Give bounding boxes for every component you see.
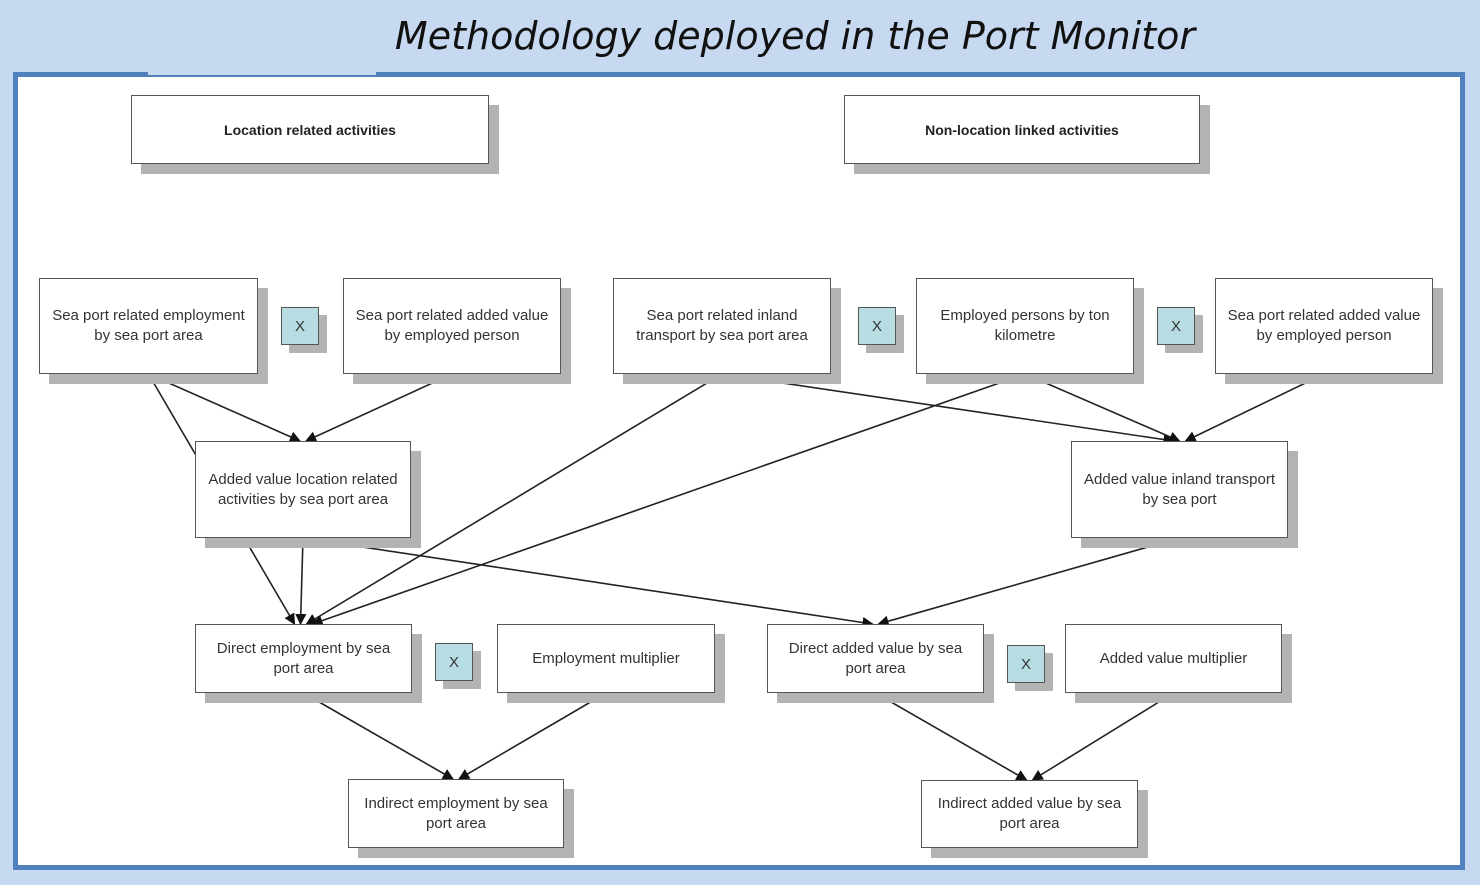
node-added-value-location: Added value location related activities … bbox=[195, 441, 411, 538]
multiply-operator-2: X bbox=[858, 307, 896, 345]
header-location-related: Location related activities bbox=[131, 95, 489, 164]
multiply-operator-1: X bbox=[281, 307, 319, 345]
frame-tab-notch bbox=[148, 72, 376, 75]
multiply-operator-4: X bbox=[435, 643, 473, 681]
node-indirect-employment: Indirect employment by sea port area bbox=[348, 779, 564, 848]
node-direct-added-value: Direct added value by sea port area bbox=[767, 624, 984, 693]
node-added-value-inland: Added value inland transport by sea port bbox=[1071, 441, 1288, 538]
node-employment-by-area: Sea port related employment by sea port … bbox=[39, 278, 258, 374]
node-added-value-per-person-right: Sea port related added value by employed… bbox=[1215, 278, 1433, 374]
node-direct-employment: Direct employment by sea port area bbox=[195, 624, 412, 693]
header-non-location-linked: Non-location linked activities bbox=[844, 95, 1200, 164]
node-inland-transport-by-area: Sea port related inland transport by sea… bbox=[613, 278, 831, 374]
node-added-value-multiplier: Added value multiplier bbox=[1065, 624, 1282, 693]
node-employment-multiplier: Employment multiplier bbox=[497, 624, 715, 693]
node-employed-per-ton-km: Employed persons by ton kilometre bbox=[916, 278, 1134, 374]
multiply-operator-5: X bbox=[1007, 645, 1045, 683]
multiply-operator-3: X bbox=[1157, 307, 1195, 345]
node-indirect-added-value: Indirect added value by sea port area bbox=[921, 780, 1138, 848]
node-added-value-per-person-left: Sea port related added value by employed… bbox=[343, 278, 561, 374]
page-title: Methodology deployed in the Port Monitor bbox=[394, 14, 1196, 58]
